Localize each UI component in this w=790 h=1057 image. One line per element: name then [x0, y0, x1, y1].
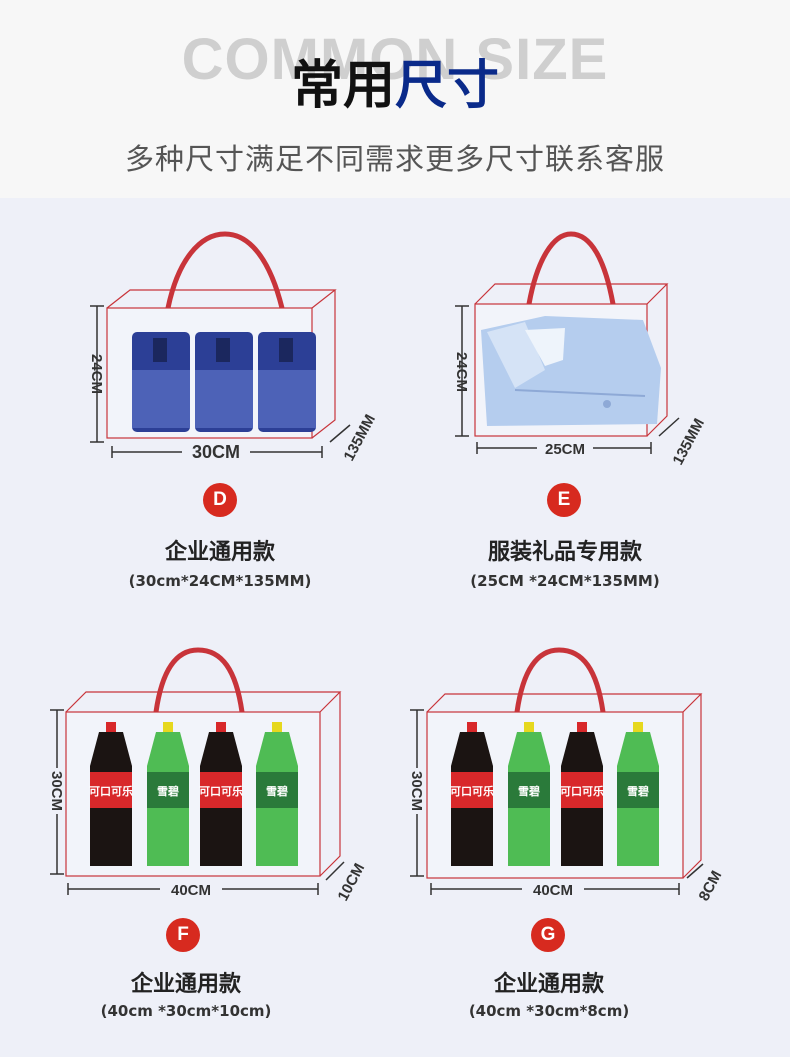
bottle-label-cola: 可口可乐: [199, 784, 243, 798]
bottle-label-sprite: 雪碧: [627, 784, 649, 798]
bag-illustration: 30CM 40CM 8CM 可口可乐 雪碧 可口可乐: [404, 647, 726, 904]
product-spec: (25CM *24CM*135MM): [470, 572, 660, 590]
product-badge: F: [166, 918, 200, 952]
width-label: 25CM: [545, 441, 585, 458]
product-badge: D: [203, 483, 237, 517]
height-label: 24CM: [88, 354, 105, 394]
bottle-label-cola: 可口可乐: [450, 784, 494, 798]
product-spec: (40cm *30cm*8cm): [468, 1002, 630, 1020]
bag-illustration: 24CM 30CM 135MM: [88, 231, 379, 464]
product-badge: G: [531, 918, 565, 952]
header: COMMON SIZE 常用尺寸 多种尺寸满足不同需求更多尺寸联系客服: [0, 0, 790, 198]
header-bg-text: COMMON SIZE: [181, 27, 609, 92]
bottle-label-cola: 可口可乐: [89, 784, 133, 798]
product-card-d[interactable]: 24CM 30CM 135MM D 企业通用款 (30cm*24CM*135MM: [0, 220, 395, 610]
width-label: 40CM: [171, 882, 211, 899]
bottle-label-sprite: 雪碧: [157, 784, 179, 798]
product-card-f[interactable]: 30CM 40CM 10CM 可口可乐 雪碧 可口可乐: [0, 640, 395, 1050]
depth-label: 8CM: [696, 868, 726, 904]
product-name: 服装礼品专用款: [487, 540, 642, 565]
bag-illustration: 30CM 40CM 10CM 可口可乐 雪碧 可口可乐: [44, 647, 368, 904]
product-name: 企业通用款: [164, 540, 275, 565]
product-spec: (40cm *30cm*10cm): [100, 1002, 272, 1020]
page-title: 常用尺寸: [0, 56, 790, 116]
product-card-g[interactable]: 30CM 40CM 8CM 可口可乐 雪碧 可口可乐: [395, 640, 790, 1050]
depth-label: 135MM: [341, 412, 379, 464]
shirt-icon: [481, 316, 661, 426]
product-spec: (30cm*24CM*135MM): [128, 572, 312, 590]
product-card-e[interactable]: 24CM 25CM 135MM E 服装礼品专用款 (25CM *24CM*13…: [395, 220, 790, 610]
title-main: 常用: [290, 56, 395, 116]
width-label: 40CM: [533, 882, 573, 899]
height-label: 24CM: [453, 352, 470, 392]
product-badge: E: [547, 483, 581, 517]
bottle-label-cola: 可口可乐: [560, 784, 604, 798]
tea-cans-icon: [132, 332, 316, 432]
product-name: 企业通用款: [493, 972, 604, 997]
bottle-label-sprite: 雪碧: [266, 784, 288, 798]
depth-label: 135MM: [670, 416, 708, 468]
page-subtitle: 多种尺寸满足不同需求更多尺寸联系客服: [124, 142, 665, 176]
height-label: 30CM: [408, 771, 425, 811]
soda-bottles-icon: 可口可乐 雪碧 可口可乐 雪碧: [450, 722, 659, 866]
title-accent: 尺寸: [395, 56, 500, 116]
product-name: 企业通用款: [130, 972, 241, 997]
soda-bottles-icon: 可口可乐 雪碧 可口可乐 雪碧: [89, 722, 298, 866]
width-label: 30CM: [192, 442, 240, 462]
bag-illustration: 24CM 25CM 135MM: [453, 231, 708, 468]
height-label: 30CM: [48, 771, 65, 811]
bottle-label-sprite: 雪碧: [518, 784, 540, 798]
